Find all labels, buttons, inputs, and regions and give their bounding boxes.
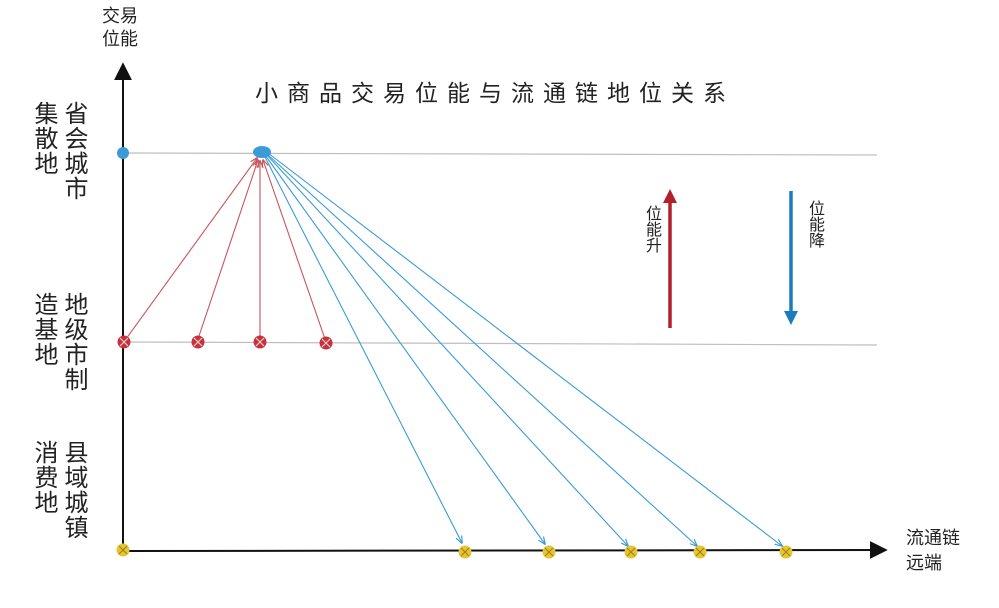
x-axis-label-line1: 流通链: [906, 528, 960, 549]
up-arrow-2: [197, 160, 258, 340]
node-bottom-3: [624, 545, 638, 559]
down-arrow-3: [265, 153, 628, 546]
node-mid-2: [191, 335, 205, 349]
down-arrow-1: [263, 154, 462, 543]
down-arrow-4: [266, 153, 697, 546]
node-mid-1: [117, 335, 131, 349]
y-axis-label-line1: 交易: [102, 6, 138, 27]
level-bottom-tier: 县域城镇: [60, 440, 88, 540]
level-bottom-role: 消费地: [30, 440, 58, 515]
node-bottom-axis: [116, 543, 130, 557]
level-top-tier: 省会城市: [60, 101, 88, 201]
down-arrow-5: [267, 152, 782, 546]
node-top-hub: [253, 146, 271, 158]
node-bottom-5: [779, 545, 793, 559]
level-mid-role: 造基地: [30, 292, 58, 367]
level-top-role: 集散地: [30, 101, 58, 176]
x-axis: [122, 541, 888, 560]
x-axis-label-line2: 远端: [906, 553, 942, 574]
legend-up-label: 位能升: [643, 205, 662, 253]
node-bottom-1: [458, 545, 472, 559]
up-arrow-4: [263, 160, 326, 340]
level-line-mid: [124, 341, 878, 346]
y-axis-label-line2: 位能: [102, 29, 138, 50]
node-top-axis: [117, 147, 129, 159]
up-arrow-1: [125, 158, 257, 340]
legend-down-label: 位能降: [806, 200, 825, 248]
level-line-top: [124, 152, 878, 156]
diagram-title: 小商品交易位能与流通链地位关系: [255, 81, 735, 107]
down-arrow-2: [264, 154, 545, 544]
node-bottom-4: [693, 545, 707, 559]
node-bottom-2: [542, 545, 556, 559]
node-mid-4: [319, 336, 333, 350]
level-mid-tier: 地级市制: [60, 292, 88, 392]
node-mid-3: [253, 335, 267, 349]
